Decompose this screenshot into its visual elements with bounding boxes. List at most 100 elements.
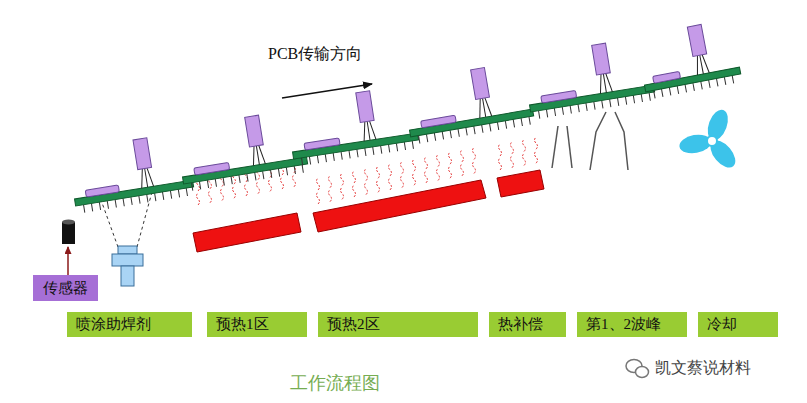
pin [192, 183, 193, 191]
heat-wave [511, 156, 514, 168]
pin [255, 172, 256, 180]
heat-wave [209, 191, 212, 203]
pin [521, 118, 522, 126]
pin [84, 205, 85, 213]
pin [309, 157, 310, 165]
component-leg [477, 99, 484, 118]
pin [570, 106, 571, 114]
heat-wave [341, 187, 344, 199]
stage-label: 喷涂助焊剂 [76, 315, 151, 334]
pin [412, 141, 413, 149]
pin [505, 121, 506, 129]
pin [155, 193, 156, 201]
solder-wave [552, 126, 558, 168]
component [356, 91, 374, 123]
pin [716, 79, 717, 87]
component-leg [603, 74, 606, 93]
pin [562, 107, 563, 115]
chip [653, 71, 681, 83]
pin [724, 77, 725, 85]
stage-label: 预热1区 [216, 315, 269, 334]
pcb-board [75, 180, 194, 206]
pin [404, 142, 405, 150]
pin [458, 129, 459, 137]
stage-label: 热补偿 [498, 315, 543, 334]
pin [341, 152, 342, 160]
pin [594, 102, 595, 110]
pin [450, 130, 451, 138]
heat-wave [401, 176, 404, 188]
pin [661, 89, 662, 97]
heat-wave [413, 159, 416, 171]
pin [333, 153, 334, 161]
pin [239, 175, 240, 183]
pin [199, 181, 200, 189]
heat-wave [401, 162, 404, 174]
pin [223, 178, 224, 186]
heat-wave [449, 166, 452, 178]
heat-wave [353, 171, 356, 183]
solder-wave [567, 126, 572, 168]
pin [278, 169, 279, 177]
pin [317, 155, 318, 163]
wechat-icon [636, 367, 649, 378]
heat-wave [413, 173, 416, 185]
heat-wave [389, 178, 392, 190]
heater [497, 170, 544, 197]
pin [91, 203, 92, 211]
cooling-fan [678, 107, 740, 172]
pin [529, 117, 530, 125]
pin [474, 126, 475, 134]
heat-wave [523, 139, 526, 151]
component-leg [250, 146, 257, 165]
direction-label: PCB传输方向 [268, 44, 362, 65]
pin [147, 195, 148, 203]
pin [247, 174, 248, 182]
component-leg [485, 97, 492, 116]
component-leg [606, 73, 613, 92]
pin [115, 200, 116, 208]
pin [215, 179, 216, 187]
stage-band: 热补偿 [489, 312, 566, 337]
caption: 工作流程图 [290, 371, 380, 395]
pin [163, 192, 164, 200]
heater [193, 213, 301, 252]
pin [685, 84, 686, 92]
camera [62, 222, 75, 244]
spray-nozzle [101, 200, 118, 247]
pin [546, 109, 547, 117]
pin [302, 165, 303, 173]
heat-wave [425, 171, 428, 183]
stage-band: 预热2区 [318, 312, 478, 337]
pin [466, 128, 467, 136]
pin [373, 147, 374, 155]
component-leg [694, 56, 701, 75]
pin [207, 180, 208, 188]
pin [625, 97, 626, 105]
pin [186, 188, 187, 196]
chip [194, 163, 230, 176]
heat-wave [365, 183, 368, 195]
camera [62, 220, 75, 225]
heat-wave [389, 164, 392, 176]
camera [67, 247, 69, 276]
pin [271, 170, 272, 178]
pin [389, 145, 390, 153]
pin [669, 87, 670, 95]
component-leg [370, 121, 376, 140]
pin [618, 98, 619, 106]
component [133, 138, 152, 170]
pin [419, 136, 420, 144]
component-leg [361, 122, 367, 141]
pcb-board [67, 19, 743, 214]
pin [349, 151, 350, 159]
heat-wave [461, 150, 464, 162]
pin [365, 148, 366, 156]
pcb-board [183, 157, 308, 184]
pin [131, 197, 132, 205]
pin [231, 176, 232, 184]
heat-wave [293, 175, 296, 187]
pin [381, 146, 382, 154]
spray-nozzle [121, 266, 134, 286]
stage-band: 预热1区 [207, 312, 307, 337]
